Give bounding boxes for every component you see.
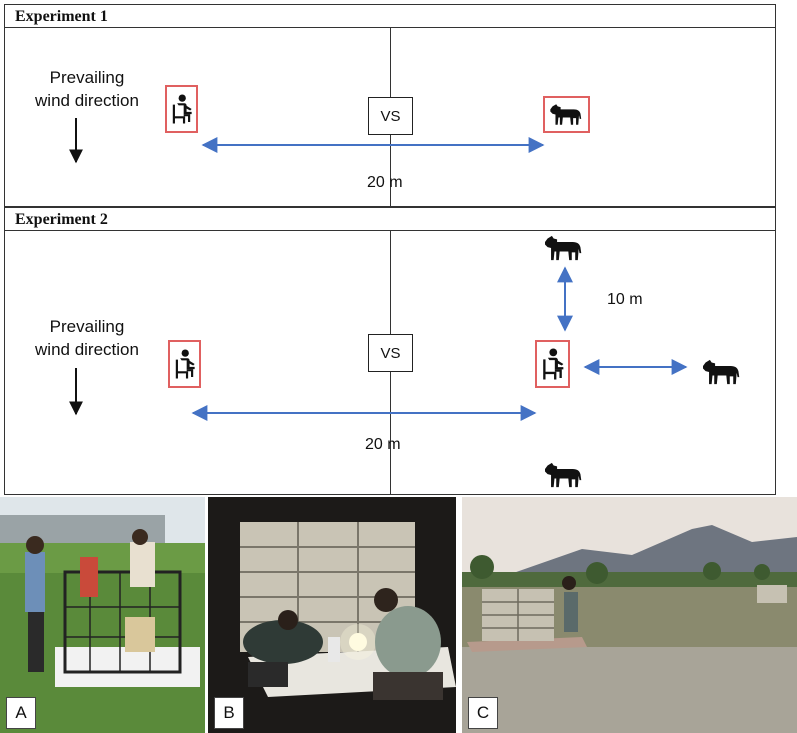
seated-person-icon [535, 340, 570, 388]
photo-c-label: C [468, 697, 498, 729]
photo-a: A [0, 497, 205, 733]
experiment-1-wind-label: Prevailing wind direction [35, 68, 139, 110]
photo-b-label: B [214, 697, 244, 729]
photo-a-label: A [6, 697, 36, 729]
experiment-2-title: Experiment 2 [5, 208, 775, 231]
experiment-1-distance-label: 20 m [367, 174, 403, 191]
vs-label: VS [380, 107, 401, 125]
experiment-1-title: Experiment 1 [5, 5, 775, 28]
seated-person-icon [165, 85, 198, 133]
vs-label: VS [380, 344, 401, 362]
seated-person-icon [168, 340, 201, 388]
arrows-overlay [69, 118, 688, 421]
photo-c: C [462, 497, 797, 733]
experiment-1-vs-box: VS [368, 97, 413, 135]
experiment-2-calf-distance-label: 10 m [607, 291, 643, 308]
experiment-2-vs-box: VS [368, 334, 413, 372]
experiment-2-wind-label: Prevailing wind direction [35, 317, 139, 359]
experiment-2-distance-label: 20 m [365, 436, 401, 453]
photo-b: B [208, 497, 456, 733]
calf-icon [543, 96, 590, 133]
